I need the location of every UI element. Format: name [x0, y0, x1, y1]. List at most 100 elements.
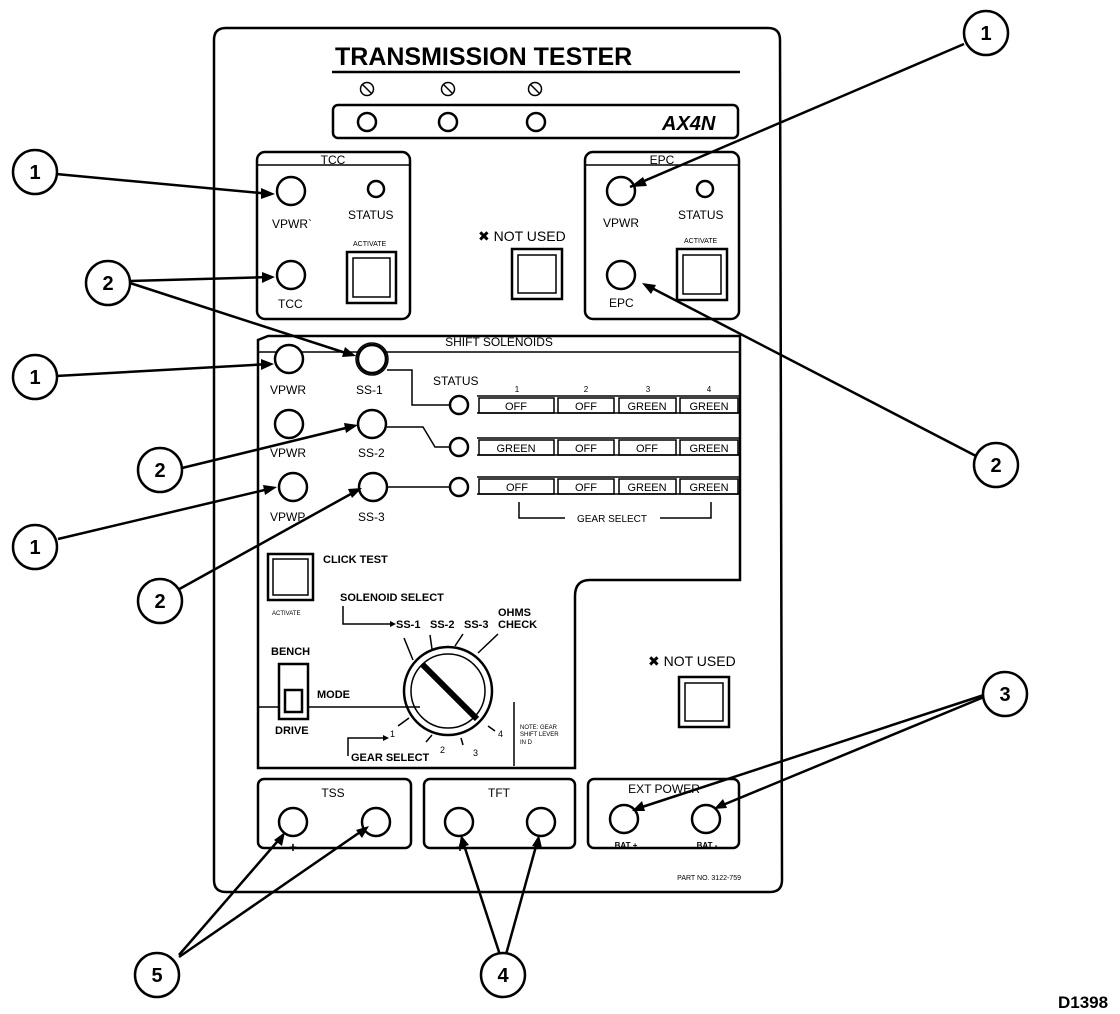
- tcc-jack[interactable]: [275, 259, 307, 291]
- dial-gear-number: 1: [390, 729, 395, 739]
- model-label: AX4N: [661, 113, 716, 135]
- epc-vpwr-label: VPWR: [603, 216, 639, 230]
- dial-gear-number: 3: [473, 748, 478, 758]
- epc-activate-label: ACTIVATE: [684, 238, 718, 245]
- not-used-button-top[interactable]: [510, 247, 564, 301]
- tcc-vpwr-label: VPWR`: [272, 217, 312, 231]
- ss-2-jack[interactable]: [356, 408, 388, 440]
- tester-panel: [212, 26, 784, 894]
- tss-minus-jack[interactable]: [360, 806, 392, 838]
- gear-number: 1: [515, 385, 520, 394]
- tft-group: TFT + -: [422, 777, 577, 855]
- gear-cell-text: GREEN: [627, 401, 666, 413]
- bat-plus-jack[interactable]: [608, 803, 640, 835]
- ss-2-label: SS-2: [358, 446, 385, 460]
- indicator-lamp: [356, 111, 378, 133]
- epc-status-lamp: [695, 179, 715, 199]
- ss-2-status-lamp: [448, 436, 470, 458]
- ss-row-1: VPWR SS-1: [270, 342, 470, 416]
- indicator-lamp: [525, 111, 547, 133]
- note-line: SHIFT LEVER: [520, 732, 559, 738]
- epc-group: EPC VPWR STATUS ACTIVATE EPC: [583, 150, 741, 321]
- gear-cell: [618, 397, 677, 414]
- vpwr-jack[interactable]: [273, 343, 305, 375]
- gear-number: 3: [646, 385, 651, 394]
- tss-plus-label: +: [289, 839, 297, 855]
- bat-minus-jack[interactable]: [690, 803, 722, 835]
- selector-position: SS-3: [464, 619, 488, 631]
- tss-plus-jack[interactable]: [277, 806, 309, 838]
- tft-plus-jack[interactable]: [443, 806, 475, 838]
- callout-number: 4: [497, 965, 509, 987]
- callout-number: 3: [999, 684, 1010, 706]
- check-label: CHECK: [498, 619, 537, 631]
- click-test-label: CLICK TEST: [323, 554, 388, 566]
- ss-3-label: SS-3: [358, 510, 385, 524]
- ss-3-status-lamp: [448, 476, 470, 498]
- vpwr-jack[interactable]: [273, 408, 305, 440]
- gear-cell: [557, 478, 615, 495]
- vpwr-label: VPWR: [270, 446, 306, 460]
- ss-3-jack[interactable]: [357, 471, 389, 503]
- click-test-button[interactable]: [266, 552, 315, 602]
- ss-1-label: SS-1: [356, 383, 383, 397]
- gear-cell-text: OFF: [575, 482, 597, 494]
- shift-solenoids-box: [256, 334, 742, 770]
- vpwr-jack[interactable]: [277, 471, 309, 503]
- bat-minus-label: BAT -: [697, 841, 718, 850]
- callout-number: 2: [154, 591, 165, 613]
- mode-switch-lever[interactable]: [283, 688, 304, 714]
- epc-activate-button[interactable]: [675, 247, 729, 302]
- tcc-jack-label: TCC: [278, 297, 303, 311]
- selector-dial[interactable]: [397, 633, 499, 746]
- ss-row-2: VPWR SS-2: [270, 408, 470, 460]
- callout-number: 1: [29, 162, 40, 184]
- callout-marker: [133, 951, 181, 999]
- gear-number: 4: [707, 385, 712, 394]
- callout-number: 1: [29, 537, 40, 559]
- tcc-group: TCC VPWR` STATUS ACTIVATE TCC: [255, 150, 412, 321]
- gear-cell-text: OFF: [636, 443, 658, 455]
- tcc-activate-button[interactable]: [345, 250, 398, 305]
- callout-marker: [11, 148, 59, 196]
- vpwr-label: VPWR: [270, 383, 306, 397]
- ext-power-header: EXT POWER: [628, 782, 700, 796]
- gear-cell: [618, 478, 677, 495]
- indicator-symbols: [359, 81, 543, 97]
- tft-box: [422, 777, 577, 850]
- note-line: IN D: [520, 740, 533, 746]
- ext-power-group: EXT POWER BAT + BAT -: [586, 777, 741, 850]
- gear-cell-text: GREEN: [689, 401, 728, 413]
- tft-header: TFT: [488, 786, 511, 800]
- gear-cell-text: GREEN: [689, 443, 728, 455]
- shift-solenoids-header: SHIFT SOLENOIDS: [445, 335, 553, 349]
- ss-1-jack[interactable]: [356, 343, 388, 375]
- indicator-strip: [331, 103, 740, 140]
- vpwr-label: VPWP: [270, 510, 305, 524]
- gear-number: 2: [584, 385, 589, 394]
- tcc-vpwr-jack[interactable]: [275, 175, 307, 207]
- mode-label: MODE: [317, 689, 350, 701]
- callout-marker: [11, 353, 59, 401]
- note-line: NOTE: GEAR: [520, 725, 558, 731]
- epc-box: [583, 150, 741, 321]
- tcc-activate-label: ACTIVATE: [353, 241, 387, 248]
- gear-table: OFF OFF GREEN GREEN GREEN OFF OFF GREEN …: [477, 395, 740, 495]
- dial-gear-number: 4: [498, 729, 503, 739]
- epc-vpwr-jack[interactable]: [605, 175, 637, 207]
- tcc-status-lamp: [366, 179, 386, 199]
- ss-row-3: VPWP SS-3: [270, 471, 470, 524]
- epc-jack[interactable]: [605, 259, 637, 291]
- callout-number: 2: [990, 455, 1001, 477]
- table-gear-select-label: GEAR SELECT: [577, 514, 647, 525]
- tft-minus-jack[interactable]: [525, 806, 557, 838]
- gear-cell-text: GREEN: [627, 482, 666, 494]
- dial-gear-select-label: GEAR SELECT: [351, 752, 430, 764]
- tss-box: [256, 777, 413, 850]
- mode-switch[interactable]: [277, 662, 310, 721]
- callout-marker: [136, 446, 184, 494]
- gear-cell-text: GREEN: [496, 443, 535, 455]
- panel-title: TRANSMISSION TESTER: [335, 43, 632, 71]
- not-used-button-right[interactable]: [677, 675, 731, 729]
